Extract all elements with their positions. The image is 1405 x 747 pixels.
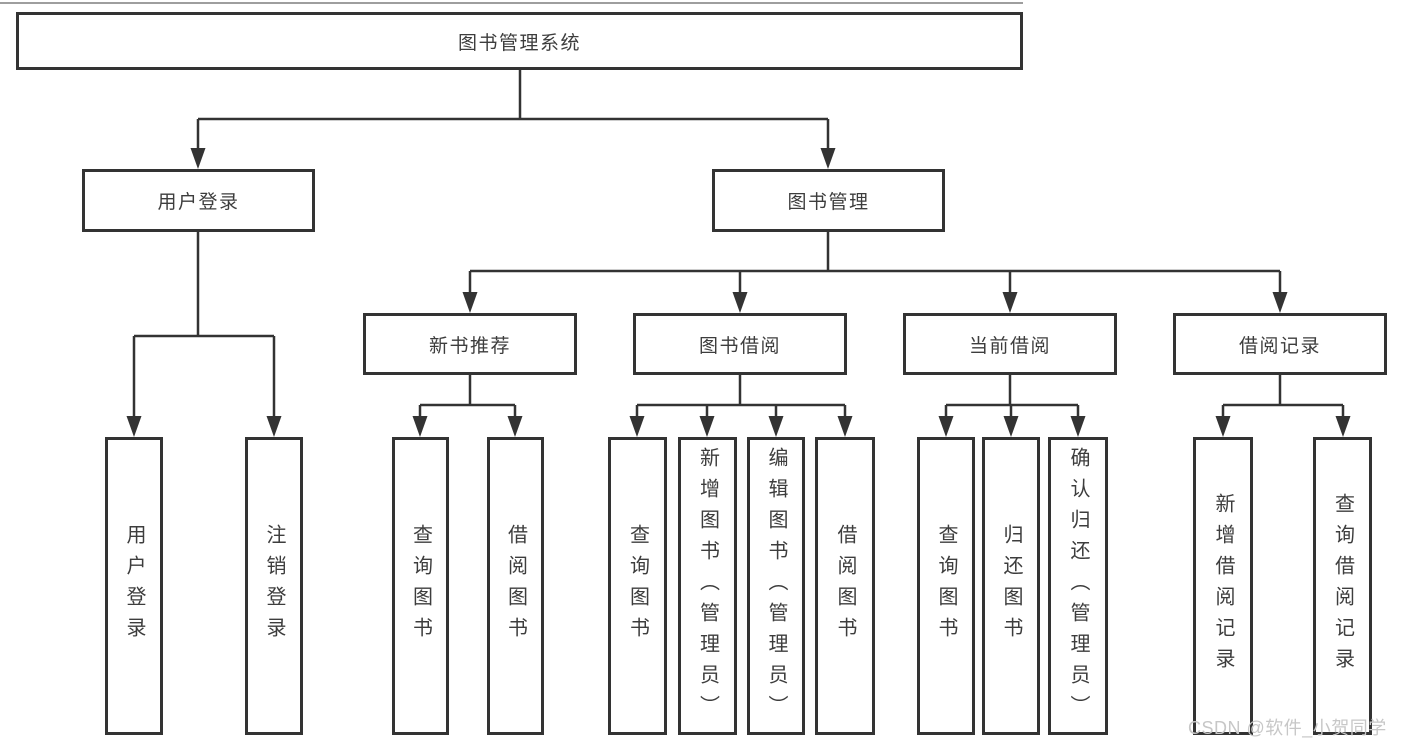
leaf-borrow-books-recommend-label: 借阅图书 (504, 524, 527, 648)
node-root: 图书管理系统 (16, 12, 1023, 70)
leaf-return-book: 归还图书 (982, 437, 1040, 735)
node-borrow-records: 借阅记录 (1173, 313, 1387, 375)
leaf-user-login: 用户登录 (105, 437, 163, 735)
leaf-query-books-current-label: 查询图书 (935, 524, 957, 648)
node-root-label: 图书管理系统 (457, 32, 581, 54)
leaf-confirm-return-admin-label: 确认归还（管理员） (1067, 446, 1089, 726)
node-new-book-recommend-label: 新书推荐 (428, 335, 511, 357)
node-current-borrow: 当前借阅 (903, 313, 1117, 375)
csdn-watermark: CSDN @软件_小贺同学 (1188, 718, 1387, 738)
leaf-query-books-recommend: 查询图书 (392, 437, 449, 735)
leaf-add-book-admin: 新增图书（管理员） (678, 437, 737, 735)
leaf-edit-book-admin-label: 编辑图书（管理员） (765, 446, 787, 726)
node-book-borrow-label: 图书借阅 (698, 335, 781, 357)
node-user-login-label: 用户登录 (157, 192, 240, 213)
leaf-add-borrow-record-label: 新增借阅记录 (1212, 493, 1234, 679)
node-borrow-records-label: 借阅记录 (1238, 335, 1321, 357)
leaf-borrow-books-recommend: 借阅图书 (487, 437, 544, 735)
node-user-login: 用户登录 (82, 169, 315, 232)
leaf-add-borrow-record: 新增借阅记录 (1193, 437, 1253, 735)
node-book-management: 图书管理 (712, 169, 945, 232)
leaf-logout: 注销登录 (245, 437, 303, 735)
node-book-management-label: 图书管理 (787, 192, 870, 213)
top-edge-line (0, 2, 1023, 4)
leaf-query-books-current: 查询图书 (917, 437, 975, 735)
arrowheads (126, 148, 1351, 437)
leaf-query-borrow-record-label: 查询借阅记录 (1331, 493, 1354, 679)
leaf-borrow-books: 借阅图书 (815, 437, 875, 735)
leaf-query-books-borrow: 查询图书 (608, 437, 667, 735)
leaf-user-login-label: 用户登录 (123, 524, 145, 648)
leaf-add-book-admin-label: 新增图书（管理员） (696, 446, 719, 726)
leaf-query-books-recommend-label: 查询图书 (409, 524, 432, 648)
leaf-borrow-books-label: 借阅图书 (834, 524, 856, 648)
leaf-return-book-label: 归还图书 (1000, 524, 1022, 648)
node-new-book-recommend: 新书推荐 (363, 313, 577, 375)
leaf-confirm-return-admin: 确认归还（管理员） (1048, 437, 1108, 735)
leaf-edit-book-admin: 编辑图书（管理员） (747, 437, 805, 735)
node-current-borrow-label: 当前借阅 (968, 335, 1051, 357)
leaf-query-borrow-record: 查询借阅记录 (1313, 437, 1372, 735)
leaf-query-books-borrow-label: 查询图书 (626, 524, 649, 648)
node-book-borrow: 图书借阅 (633, 313, 847, 375)
leaf-logout-label: 注销登录 (263, 524, 285, 648)
